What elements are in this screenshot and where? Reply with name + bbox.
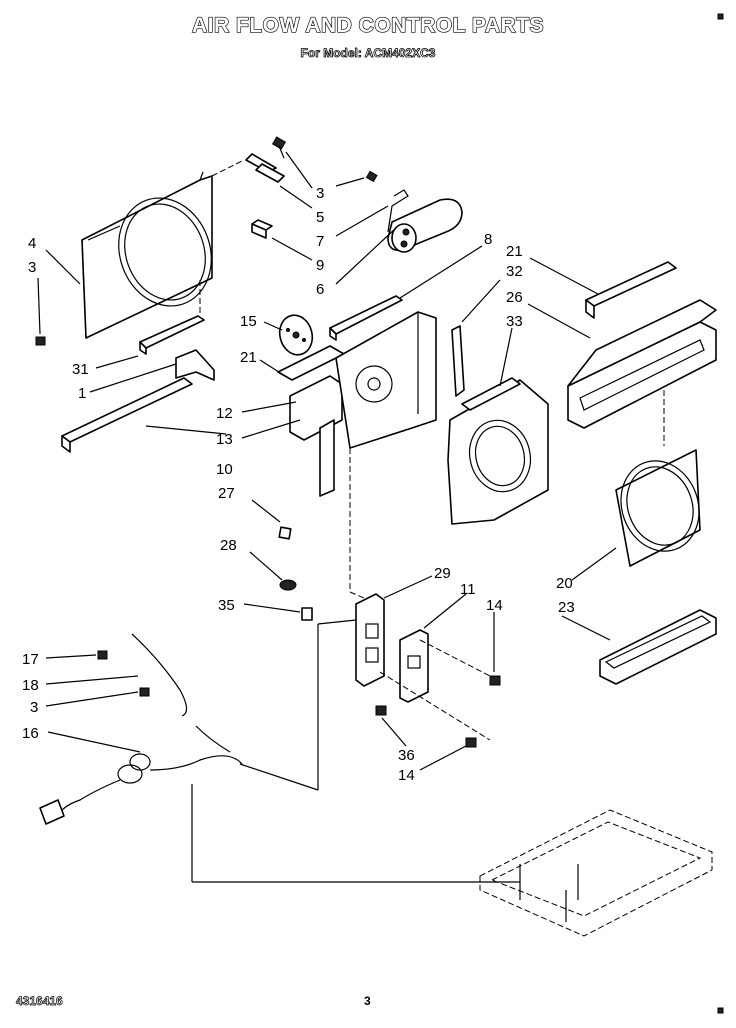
callout-20: 20	[556, 575, 573, 592]
strip-31-part	[139, 315, 205, 355]
callout-23: 23	[558, 599, 575, 616]
fan-hub-part	[278, 314, 314, 356]
page-title: AIR FLOW AND CONTROL PARTS	[191, 13, 545, 37]
callout-10: 10	[216, 461, 233, 478]
strip-32-part	[451, 325, 465, 397]
callout-12: 12	[216, 405, 233, 422]
callout-7: 7	[316, 233, 324, 250]
callout-16: 16	[22, 725, 39, 742]
blower-scroll-part	[447, 377, 549, 525]
page-number: 3	[364, 994, 371, 1008]
callout-36: 36	[398, 747, 415, 764]
orifice-ring-part	[615, 449, 701, 567]
callout-17: 17	[22, 651, 39, 668]
callout-15: 15	[240, 313, 257, 330]
corner-marks	[717, 13, 724, 1014]
bushing-parts	[278, 526, 313, 621]
callout-labels: 3 5 7 9 6 8 4 3 21 32 26 15 33 31 21 1 1…	[22, 185, 575, 784]
callout-5: 5	[316, 209, 324, 226]
callout-14: 14	[486, 597, 503, 614]
callout-27: 27	[218, 485, 235, 502]
callout-9: 9	[316, 257, 324, 274]
motor-mount-part	[277, 345, 345, 497]
callout-28: 28	[220, 537, 237, 554]
callout-3: 3	[30, 699, 38, 716]
air-duct-part	[567, 299, 717, 429]
strip-21-part	[585, 261, 677, 319]
callout-1: 1	[78, 385, 86, 402]
strip-10-part	[61, 377, 193, 453]
callout-13: 13	[216, 431, 233, 448]
drain-pan-part	[599, 609, 717, 685]
bracket-1-part	[175, 349, 215, 381]
callout-29: 29	[434, 565, 451, 582]
callout-11: 11	[460, 581, 476, 598]
capacitor-part	[365, 170, 463, 253]
base-pan-part	[479, 809, 713, 937]
callout-14: 14	[398, 767, 415, 784]
model-subtitle: For Model: ACM402XC3	[300, 46, 436, 61]
callout-32: 32	[506, 263, 523, 280]
power-cord-harness-part	[39, 633, 243, 825]
screw-bracket-parts	[245, 136, 287, 183]
control-bracket-part	[355, 593, 385, 687]
callout-21: 21	[506, 243, 523, 260]
callout-26: 26	[506, 289, 523, 306]
callout-8: 8	[484, 231, 492, 248]
callout-18: 18	[22, 677, 39, 694]
shroud-panel-part	[81, 171, 213, 339]
callout-4: 4	[28, 235, 36, 252]
center-panel-part	[335, 311, 437, 449]
screw-parts-lower	[35, 336, 501, 748]
callout-21: 21	[240, 349, 257, 366]
switch-box-part	[399, 629, 429, 703]
seal-strip-part	[329, 295, 403, 341]
callout-33: 33	[506, 313, 523, 330]
callout-3: 3	[28, 259, 36, 276]
callout-35: 35	[218, 597, 235, 614]
leader-lines	[37, 151, 617, 771]
callout-3: 3	[316, 185, 324, 202]
callout-6: 6	[316, 281, 324, 298]
assembly-lines	[191, 159, 665, 883]
document-number: 4316416	[16, 994, 63, 1009]
callout-31: 31	[72, 361, 89, 378]
foam-block-part	[251, 219, 273, 239]
